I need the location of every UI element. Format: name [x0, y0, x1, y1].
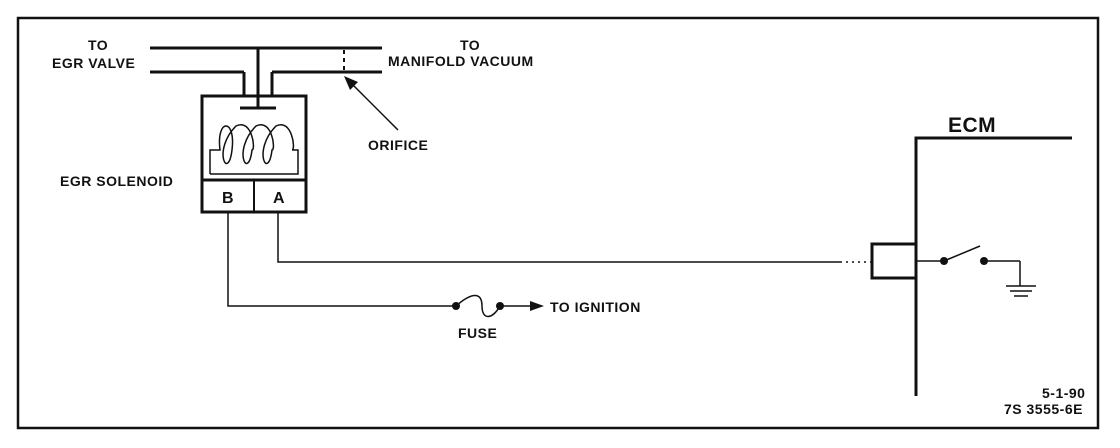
- label-orifice: ORIFICE: [368, 137, 428, 153]
- label-to-manifold-line2: MANIFOLD VACUUM: [388, 53, 534, 69]
- label-fuse: FUSE: [458, 325, 497, 341]
- ecm-switch: [870, 242, 1021, 286]
- label-to-ignition: TO IGNITION: [550, 299, 641, 315]
- ecm-module: [914, 136, 1072, 396]
- label-ecm: ECM: [948, 114, 996, 137]
- wire-terminal-b: [227, 212, 456, 307]
- ground-icon: [1006, 285, 1036, 297]
- diagram-frame: [16, 16, 1100, 430]
- label-to-egr-line2: EGR VALVE: [52, 55, 135, 71]
- ecm-connector: [870, 242, 918, 280]
- solenoid-coil: [209, 124, 299, 175]
- label-to-manifold-line1: TO: [460, 37, 480, 53]
- vacuum-tube: [150, 46, 382, 96]
- terminal-a-label: A: [273, 190, 285, 207]
- label-ref-date: 5-1-90: [1042, 385, 1085, 401]
- terminal-b-label: B: [222, 190, 234, 207]
- label-ref-code: 7S 3555-6E: [1004, 401, 1083, 417]
- fuse-symbol: [452, 294, 544, 318]
- egr-solenoid: [200, 48, 308, 214]
- wire-terminal-a: [277, 212, 872, 263]
- orifice-arrow: [344, 76, 399, 131]
- label-to-egr-line1: TO: [88, 37, 108, 53]
- label-egr-solenoid: EGR SOLENOID: [60, 173, 173, 189]
